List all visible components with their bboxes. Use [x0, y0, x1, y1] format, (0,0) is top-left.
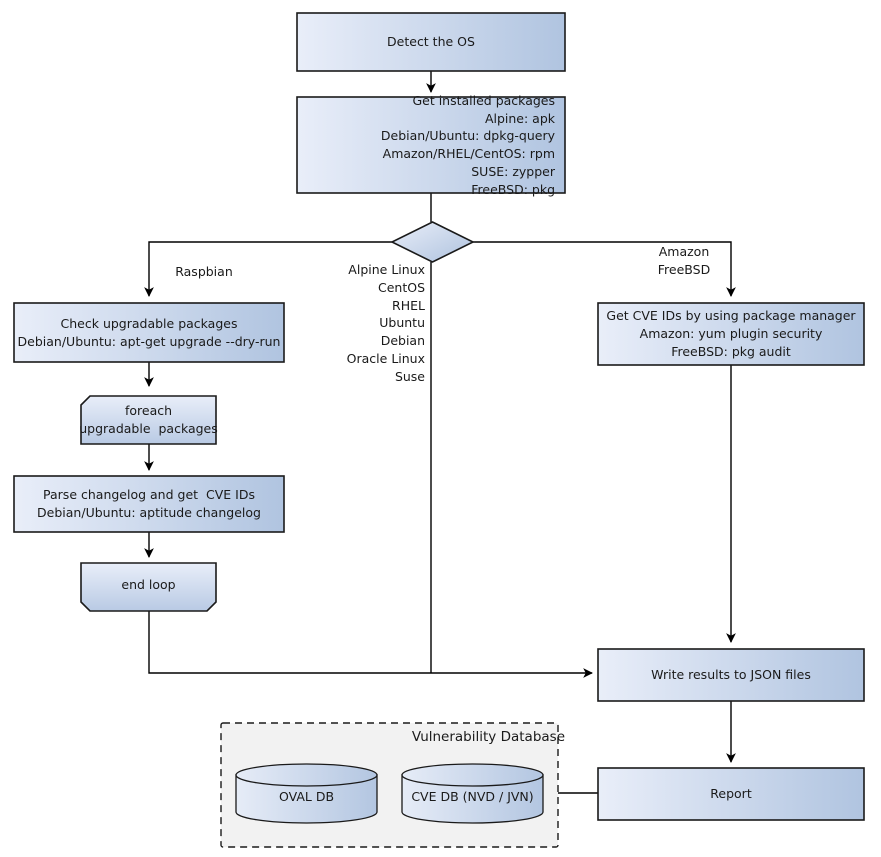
node-os-decision[interactable]: [390, 221, 475, 263]
node-check-upgradable-packages[interactable]: [13, 302, 285, 363]
node-report[interactable]: [597, 767, 865, 821]
edge-endloop-to-write: [148, 611, 593, 678]
node-detect-os[interactable]: [296, 12, 566, 72]
edge-decision-left: [144, 241, 392, 297]
vulnerability-database-title: Vulnerability Database: [411, 729, 565, 745]
node-parse-changelog[interactable]: [13, 475, 285, 533]
node-get-cve-ids[interactable]: [597, 302, 865, 366]
node-end-loop[interactable]: [80, 562, 217, 612]
node-foreach[interactable]: [80, 395, 217, 445]
edge-label-raspbian: Raspbian: [175, 264, 233, 279]
cve-db-cylinder: [401, 763, 544, 824]
oval-db-cylinder: [235, 763, 378, 824]
edge-decision-right: [473, 241, 736, 297]
node-write-results[interactable]: [597, 648, 865, 702]
node-get-installed-packages[interactable]: [296, 96, 566, 194]
